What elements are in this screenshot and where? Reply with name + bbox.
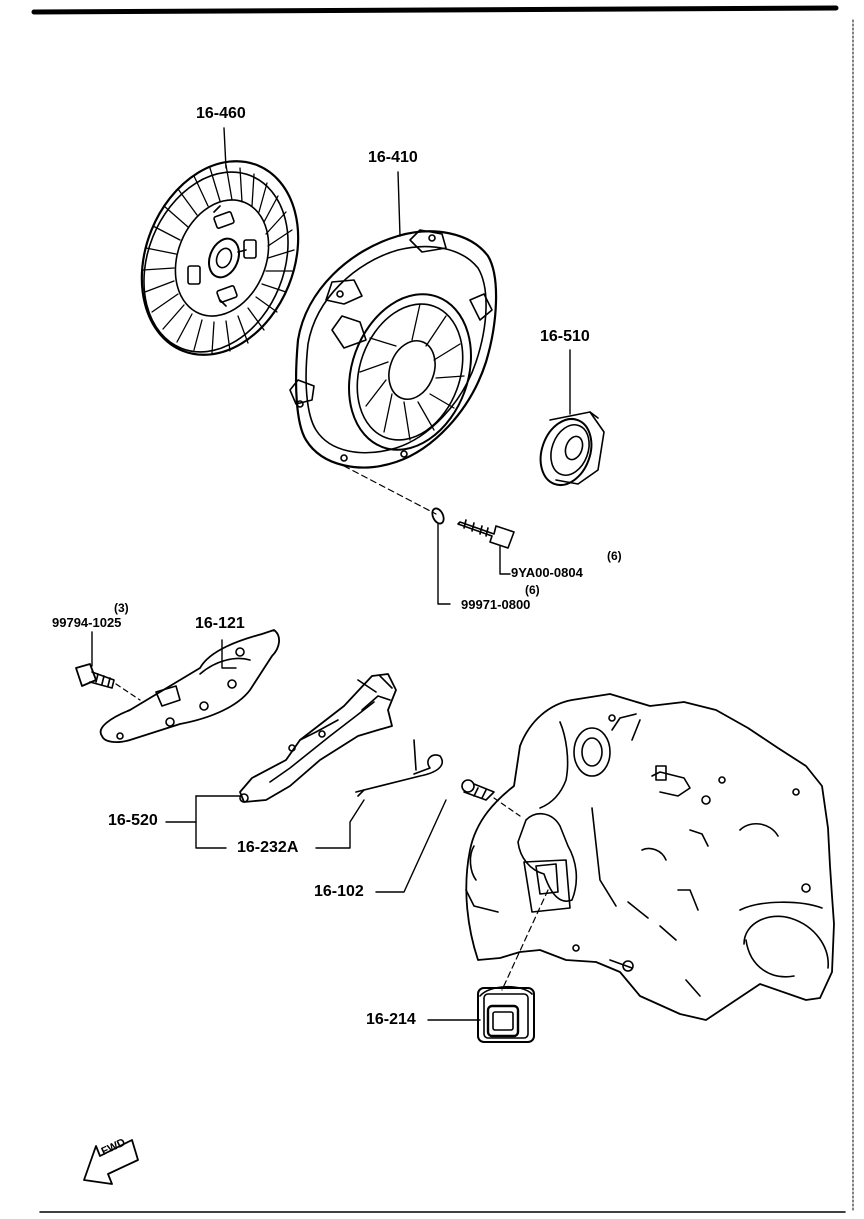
bolt-9ya00 — [457, 519, 515, 549]
clutch-disc — [140, 160, 300, 356]
label-bolt-9ya00: 9YA00-0804 — [511, 565, 583, 580]
leader-lines — [91, 127, 571, 1021]
label-clutch-cover: 16-410 — [368, 149, 418, 166]
label-bolt-b-qty: (3) — [114, 601, 129, 615]
clutch-cover — [289, 229, 498, 469]
transaxle-housing — [465, 693, 835, 1021]
label-washer-qty: (6) — [525, 583, 540, 597]
fwd-arrow — [83, 1139, 139, 1185]
label-bolt-a-qty: (6) — [607, 549, 622, 563]
label-plate: 16-121 — [195, 615, 245, 632]
label-washer: 99971-0800 — [461, 597, 531, 612]
washer — [431, 507, 445, 525]
bolt-99794 — [75, 663, 141, 701]
label-pivot: 16-102 — [314, 883, 364, 900]
top-border — [31, 5, 839, 15]
release-boot — [477, 985, 535, 1043]
label-clutch-disc: 16-460 — [196, 105, 246, 122]
label-release-bearing: 16-510 — [540, 328, 590, 345]
release-fork — [239, 673, 397, 803]
label-bolt-99794: 99794-1025 — [52, 615, 122, 630]
label-spring: 16-232A — [237, 839, 299, 856]
retaining-spring — [355, 739, 444, 797]
dust-plate — [99, 629, 280, 743]
label-release-fork: 16-520 — [108, 812, 158, 829]
release-bearing — [539, 411, 605, 486]
pivot-bolt — [461, 779, 495, 801]
label-boot: 16-214 — [366, 1011, 416, 1028]
